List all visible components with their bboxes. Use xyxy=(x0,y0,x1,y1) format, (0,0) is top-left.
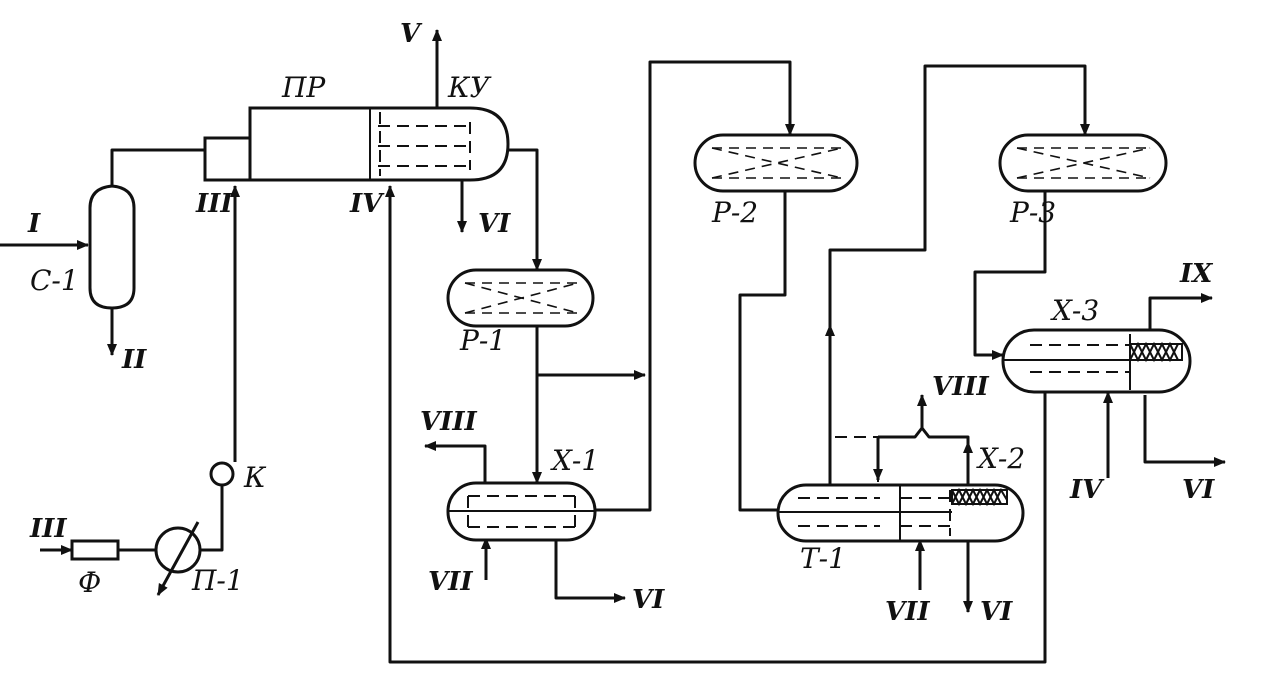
heater-to-compressor-line xyxy=(200,485,224,552)
label-stream-ix: IX xyxy=(1179,259,1214,289)
reactor-r2 xyxy=(693,133,859,193)
exchanger-x1 xyxy=(446,481,597,542)
label-p3: Р-3 xyxy=(1009,196,1056,229)
label-stream-iii-in: III xyxy=(29,514,67,544)
label-stream-viii-x2: VIII xyxy=(932,372,989,402)
furnace-pr xyxy=(203,106,510,182)
label-x2: Х-2 xyxy=(976,442,1025,475)
column-t1 xyxy=(776,483,1025,543)
label-stream-vi-x1: VI xyxy=(632,585,665,615)
separator-c1 xyxy=(88,184,136,310)
label-stream-iv-x3: IV xyxy=(1069,475,1105,505)
r2-to-t1-line xyxy=(738,190,787,512)
label-stream-ii: II xyxy=(121,345,147,375)
separator-to-furnace-line xyxy=(110,148,205,190)
label-x1: Х-1 xyxy=(550,444,599,477)
stream-iv-return-line xyxy=(385,185,1047,664)
label-pr: ПР xyxy=(281,71,326,104)
stream-vi-x3-line xyxy=(1143,395,1226,467)
compressor-k xyxy=(209,461,235,487)
label-stream-vi-t1: VI xyxy=(980,597,1013,627)
reactor-r1 xyxy=(446,268,595,328)
label-ku: КУ xyxy=(447,71,492,104)
r3-to-x3-line xyxy=(973,190,1047,360)
label-x3: Х-3 xyxy=(1050,294,1099,327)
stream-viii-x1-line xyxy=(424,441,487,483)
t1-to-r3-line xyxy=(828,64,1090,330)
label-stream-vii-x1: VII xyxy=(428,567,473,597)
pipelines xyxy=(0,29,1226,664)
filter-f xyxy=(70,539,120,561)
label-pi1: П-1 xyxy=(191,564,244,597)
label-stream-iii-pr: III xyxy=(195,189,233,219)
label-p1: Р-1 xyxy=(459,324,506,357)
label-stream-vi-x3: VI xyxy=(1182,475,1215,505)
label-p2: Р-2 xyxy=(711,196,758,229)
label-k: К xyxy=(243,461,267,494)
label-f: Ф xyxy=(78,566,101,599)
stream-labels: I II III III IV IV V VI VI VI VI VII VII… xyxy=(27,19,1215,627)
label-t1: Т-1 xyxy=(800,542,846,575)
ku-to-r1-line xyxy=(508,148,542,271)
equipment-labels: С-1 ПР КУ Р-1 Р-2 Р-3 Х-1 Х-2 Х-3 Т-1 К … xyxy=(30,71,1099,599)
label-stream-vii-t1: VII xyxy=(885,597,930,627)
label-c1: С-1 xyxy=(30,264,79,297)
heater-p1-arrow xyxy=(156,521,200,596)
x2-top-line xyxy=(878,426,970,485)
stream-vi-x1-line xyxy=(554,540,626,603)
heater-p1 xyxy=(154,521,202,596)
label-stream-viii-x1: VIII xyxy=(420,407,477,437)
label-stream-i: I xyxy=(27,209,41,239)
exchanger-x3 xyxy=(1001,328,1192,394)
x2-dashed-line xyxy=(835,436,879,485)
label-stream-vi-ku: VI xyxy=(478,209,511,239)
label-stream-v: V xyxy=(400,19,423,49)
reactor-r3 xyxy=(998,133,1168,193)
x1-to-r2-line xyxy=(595,60,795,512)
stream-ix-line xyxy=(1148,293,1213,330)
label-stream-iv-pr: IV xyxy=(349,189,385,219)
